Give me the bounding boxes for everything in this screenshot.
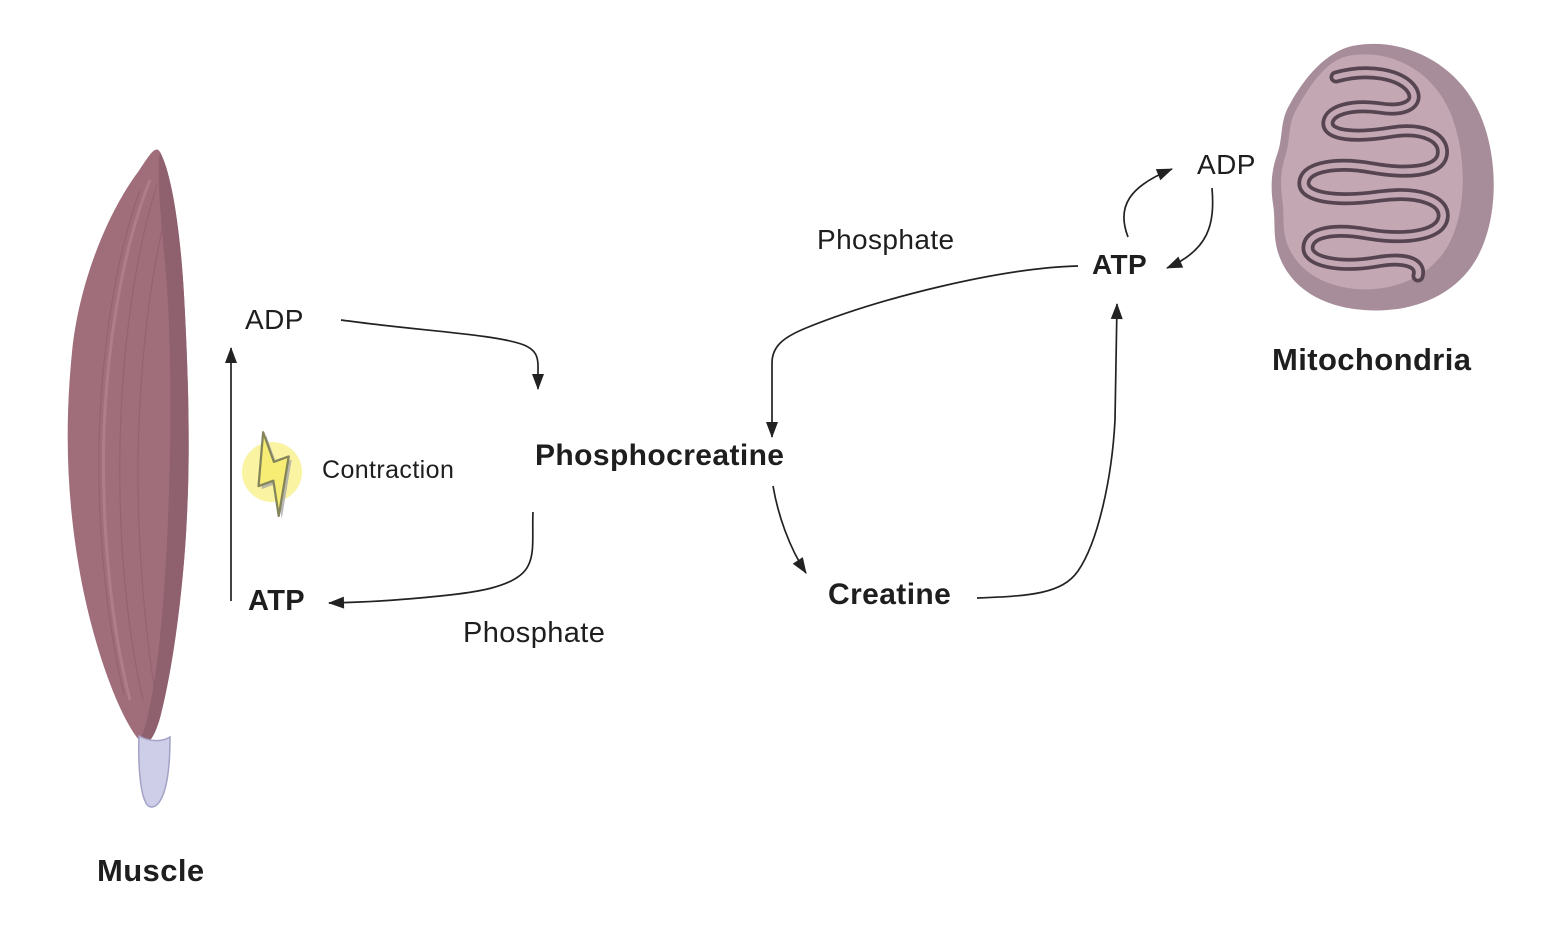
adp-to-phosphocreatine-arrow <box>340 319 544 390</box>
muscle-illustration <box>67 149 189 808</box>
muscle-highlight <box>102 179 152 701</box>
phosphocreatine-to-creatine-arrow <box>772 485 807 574</box>
mitochondria-label: Mitochondria <box>1272 342 1472 377</box>
phosphate-muscle-label: Phosphate <box>463 617 606 649</box>
contraction-label: Contraction <box>322 456 455 484</box>
phosphate-mito-label: Phosphate <box>817 224 955 255</box>
arrows <box>225 168 1214 609</box>
creatine-label: Creatine <box>828 578 952 611</box>
muscle-striations <box>98 184 182 701</box>
creatine-to-atp-arrow <box>976 303 1123 599</box>
muscle-shade <box>140 152 189 744</box>
mitochondria-cristae-core <box>1301 70 1446 279</box>
muscle-label: Muscle <box>97 853 205 888</box>
lightning-bolt <box>257 431 290 518</box>
adp-to-atp-mito-arrow <box>1166 187 1214 269</box>
phosphocreatine-label: Phosphocreatine <box>535 439 785 472</box>
atp-to-adp-mito-arrow <box>1123 168 1173 238</box>
atp-phosphate-to-phosphocreatine-arrow <box>766 265 1079 438</box>
atp-mito-label: ATP <box>1092 249 1148 280</box>
muscle-body <box>67 149 189 744</box>
phosphocreatine-to-atp-muscle-arrow <box>328 511 534 609</box>
muscle-tendon <box>138 734 171 808</box>
mitochondria-illustration <box>1271 43 1494 311</box>
lightning-icon <box>242 431 302 519</box>
adp-muscle-label: ADP <box>245 304 304 335</box>
atp-muscle-label: ATP <box>248 585 306 617</box>
adp-mito-label: ADP <box>1197 149 1256 180</box>
